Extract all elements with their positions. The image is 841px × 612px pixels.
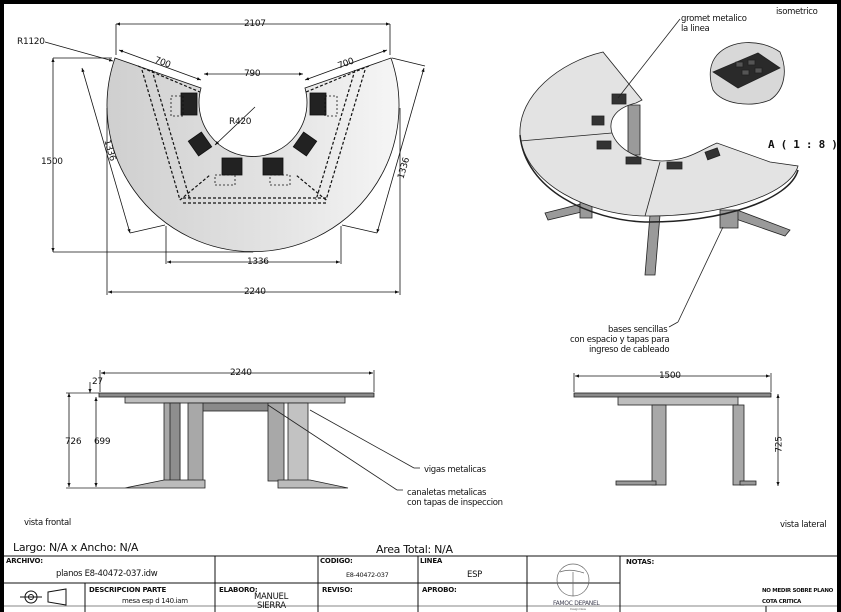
iso-view-title: isometrico — [776, 7, 818, 17]
linea-label: LINEA — [420, 557, 443, 565]
side-view — [573, 373, 780, 486]
codigo-label: CODIGO: — [320, 557, 353, 565]
area-summary: Area Total: N/A — [376, 543, 453, 556]
front-dim-top-thickness: 27 — [92, 377, 103, 387]
descripcion-label: DESCRIPCION PARTE — [89, 586, 167, 594]
note-cota-critica: COTA CRITICA — [762, 599, 802, 605]
drawing-sheet: 2107 700 700 790 R1120 R420 1500 1336 13… — [4, 4, 838, 612]
third-angle-projection-icon — [20, 588, 67, 606]
dim-height: 1500 — [41, 157, 63, 167]
front-dim-width: 2240 — [230, 368, 252, 378]
archivo-value: planos E8-40472-037.idw — [56, 569, 158, 579]
side-dim-width: 1500 — [659, 371, 681, 381]
dim-overall-width: 2240 — [244, 287, 266, 297]
callout-canaletas-line2: con tapas de inspeccion — [407, 498, 503, 508]
dim-overall-top: 2107 — [244, 19, 266, 29]
side-view-title: vista lateral — [780, 520, 827, 530]
logo-text: FAMOC DEPANEL — [553, 600, 600, 607]
descripcion-value: mesa esp d 140.iam — [122, 597, 188, 605]
title-block-grid — [4, 555, 837, 612]
aprobo-label: APROBO: — [422, 586, 457, 594]
archivo-label: ARCHIVO: — [6, 557, 43, 565]
company-logo-icon — [556, 563, 590, 597]
technical-drawing — [4, 18, 837, 612]
dim-inner-opening: 790 — [244, 69, 261, 79]
dim-inner-radius: R420 — [229, 117, 252, 127]
reviso-label: REVISO: — [322, 586, 353, 594]
callout-bases-line1: bases sencillas — [608, 325, 668, 335]
size-summary: Largo: N/A x Ancho: N/A — [13, 541, 139, 554]
front-view-title: vista frontal — [24, 518, 71, 528]
callout-vigas: vigas metalicas — [424, 465, 486, 475]
front-view — [66, 370, 420, 491]
logo-tagline: Design Ideas — [570, 607, 586, 611]
isometric-view — [519, 18, 799, 328]
elaboro-value-line2: SIERRA — [257, 601, 286, 611]
front-dim-total-height: 726 — [65, 437, 82, 447]
elaboro-value-line1: MANUEL — [254, 592, 289, 602]
callout-bases-line2: con espacio y tapas para — [570, 335, 670, 345]
note-no-medir: NO MEDIR SOBRE PLANO — [762, 588, 833, 594]
dim-outer-radius: R1120 — [17, 37, 45, 47]
notas-label: NOTAS: — [626, 558, 655, 566]
dim-bottom-chord: 1336 — [247, 257, 269, 267]
linea-value: ESP — [467, 570, 482, 580]
side-dim-height: 725 — [774, 436, 785, 453]
callout-gromet-line2: la linea — [681, 24, 710, 34]
front-dim-leg-height: 699 — [94, 437, 111, 447]
detail-scale-label: A ( 1 : 8 ) — [768, 138, 838, 151]
top-view — [44, 22, 426, 295]
callout-canaletas-line1: canaletas metalicas — [407, 488, 487, 498]
callout-gromet-line1: gromet metalico — [681, 14, 747, 24]
callout-bases-line3: ingreso de cableado — [589, 345, 670, 355]
elaboro-label: ELABORO: — [219, 586, 258, 594]
codigo-value: E8-40472-037 — [346, 571, 389, 579]
